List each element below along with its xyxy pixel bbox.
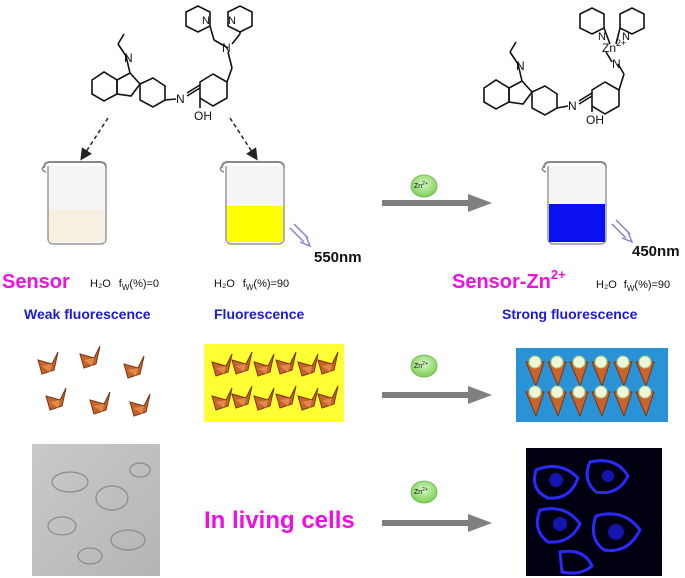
sensor-molecule <box>91 5 253 108</box>
complex-n-imine: N <box>568 99 577 113</box>
sensor-hydroxyl: OH <box>194 109 212 123</box>
beaker-blue <box>541 161 607 245</box>
label-in-living-cells: In living cells <box>204 507 355 534</box>
zn-badge-1: Zn2+ <box>410 174 438 198</box>
label-strong-fluorescence: Strong fluorescence <box>502 306 638 322</box>
sensor-n-imine: N <box>176 92 185 106</box>
dispersed-crystals <box>37 345 151 417</box>
label-sensor: Sensor <box>2 271 70 293</box>
label-sensor-zn: Sensor-Zn2+ <box>452 267 566 293</box>
complex-zinc: Zn2+ <box>602 38 626 55</box>
blue-aggregate-box <box>516 348 668 422</box>
beaker-clear <box>41 161 107 245</box>
svg-text:Zn2+: Zn2+ <box>414 181 428 190</box>
emission-arrow-blue <box>611 219 634 244</box>
zn-badge-3: Zn2+ <box>410 480 438 504</box>
brightfield-cell-image <box>32 444 160 576</box>
dashed-arrow-left <box>80 117 109 161</box>
dashed-arrow-right <box>229 117 258 161</box>
sensor-n-amine: N <box>222 41 231 55</box>
reaction-arrow-1 <box>382 194 492 212</box>
complex-n-amine: N <box>612 57 621 71</box>
label-fluorescence: Fluorescence <box>214 306 304 322</box>
complex-n-pyridine-2: N <box>622 31 630 43</box>
sensor-n-carbazole: N <box>124 51 133 65</box>
beaker-yellow <box>219 161 285 245</box>
complex-n-carbazole: N <box>516 59 525 73</box>
reaction-arrow-2 <box>382 386 492 404</box>
complex-hydroxyl: OH <box>586 113 604 127</box>
wavelength-550: 550nm <box>314 249 362 266</box>
sensor-n-pyridine-2: N <box>228 15 236 27</box>
fluorescent-cell-image <box>526 448 662 576</box>
yellow-aggregate-box <box>204 344 344 422</box>
wavelength-450: 450nm <box>632 243 680 260</box>
sensor-zn-molecule <box>483 7 645 116</box>
emission-arrow-yellow <box>289 223 312 248</box>
sensor-n-pyridine-1: N <box>202 15 210 27</box>
svg-text:Zn2+: Zn2+ <box>414 487 428 496</box>
svg-text:Zn2+: Zn2+ <box>414 361 428 370</box>
label-weak-fluorescence: Weak fluorescence <box>24 306 151 322</box>
zn-badge-2: Zn2+ <box>410 354 438 378</box>
complex-n-pyridine-1: N <box>598 31 606 43</box>
reaction-arrow-3 <box>382 514 492 532</box>
